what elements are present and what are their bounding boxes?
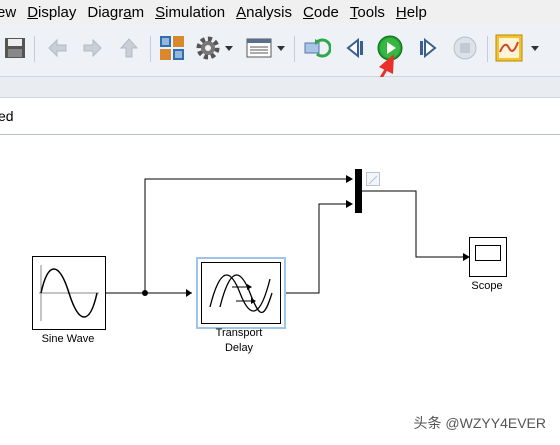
menu-bar: ew Display Diagram Simulation Analysis C…: [0, 0, 560, 24]
watermark: 头条 @WZYY4EVER: [413, 415, 546, 431]
model-canvas[interactable]: Sine Wave Transport Delay Scope: [0, 135, 560, 445]
forward-arrow-icon[interactable]: [77, 33, 107, 63]
sine-wave-icon: [39, 265, 99, 321]
transport-delay-label-line2: Delay: [224, 342, 254, 354]
stop-icon[interactable]: [450, 33, 480, 63]
up-arrow-icon[interactable]: [114, 33, 144, 63]
model-path-bar: ed: [0, 98, 560, 135]
scope-block[interactable]: [469, 237, 507, 277]
menu-diagram[interactable]: Diagram: [87, 3, 145, 21]
toolbar: [0, 24, 560, 77]
model-explorer-icon[interactable]: [244, 33, 274, 63]
toolbar-separator: [487, 36, 488, 62]
toolbar-separator: [150, 36, 151, 62]
chevron-down-icon[interactable]: [222, 33, 236, 63]
transport-delay-block[interactable]: [196, 257, 286, 329]
scope-label: Scope: [471, 280, 503, 292]
model-settings-icon[interactable]: [193, 33, 223, 63]
library-browser-icon[interactable]: [157, 33, 187, 63]
diagram-lines: [105, 175, 470, 297]
menu-simulation[interactable]: Simulation: [155, 3, 226, 21]
transport-delay-inner: [201, 262, 281, 324]
sine-wave-block[interactable]: [32, 256, 106, 330]
menu-analysis[interactable]: Analysis: [236, 3, 293, 21]
menu-display[interactable]: Display: [27, 3, 77, 21]
step-forward-icon[interactable]: [413, 33, 443, 63]
save-icon[interactable]: [0, 33, 30, 63]
back-arrow-icon[interactable]: [43, 33, 73, 63]
update-diagram-icon[interactable]: [302, 33, 332, 63]
menu-help[interactable]: Help: [395, 3, 427, 21]
toolbar-separator: [294, 36, 295, 62]
scope-viewer-icon[interactable]: [494, 33, 524, 63]
signal-dimension-icon: [368, 175, 378, 185]
sine-wave-label: Sine Wave: [41, 333, 95, 345]
explorer-bar: [0, 77, 560, 98]
model-path-text: ed: [0, 108, 14, 124]
transport-delay-icon: [209, 274, 273, 314]
menu-code[interactable]: Code: [303, 3, 339, 21]
mux-block[interactable]: [355, 169, 362, 213]
menu-view[interactable]: ew: [0, 3, 17, 21]
mux-dimension-badge: [366, 172, 380, 186]
chevron-down-icon[interactable]: [274, 33, 288, 63]
transport-delay-label-line1: Transport: [215, 327, 263, 339]
chevron-down-icon[interactable]: [528, 33, 542, 63]
toolbar-separator: [34, 36, 35, 62]
transport-delay-label: Transport Delay: [199, 326, 279, 356]
menu-tools[interactable]: Tools: [349, 3, 385, 21]
step-back-icon[interactable]: [340, 33, 370, 63]
scope-screen-icon: [475, 245, 501, 261]
